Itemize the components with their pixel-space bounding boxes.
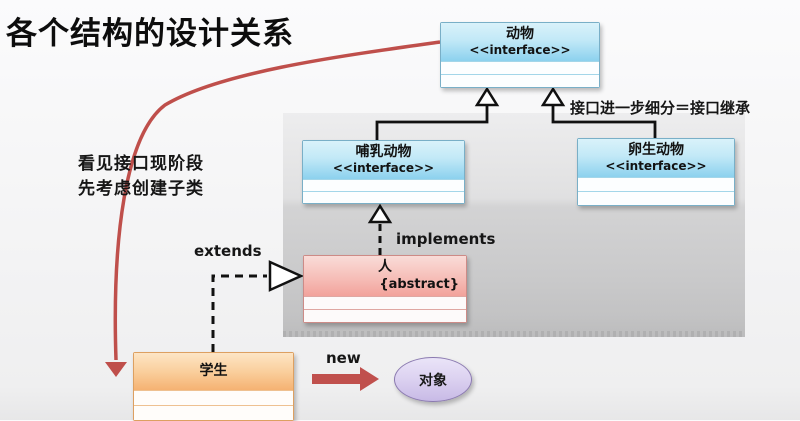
class-compartment xyxy=(134,405,293,420)
class-box-oviparous: 卵生动物 <<interface>> xyxy=(577,138,735,206)
generalization-connector-oviparous xyxy=(551,105,657,139)
object-label: 对象 xyxy=(419,372,447,389)
class-name: 人 xyxy=(378,259,392,276)
class-name: 学生 xyxy=(199,362,228,379)
class-compartment xyxy=(441,61,599,74)
new-arrow xyxy=(312,367,379,391)
class-compartment xyxy=(441,74,599,87)
class-compartment xyxy=(304,296,466,309)
class-compartment xyxy=(578,177,734,191)
generalization-connector-mammal xyxy=(375,105,489,141)
class-header: 人 {abstract} xyxy=(304,256,466,296)
interface-inheritance-note: 接口进一步细分＝接口继承 xyxy=(570,99,751,117)
class-stereotype: <<interface>> xyxy=(332,161,435,176)
class-box-student: 学生 xyxy=(133,352,294,421)
hint-text: 看见接口现阶段 先考虑创建子类 xyxy=(78,152,204,202)
class-header: 学生 xyxy=(134,353,293,390)
class-compartment xyxy=(303,179,464,191)
red-curve-arrowhead xyxy=(105,362,127,377)
class-compartment xyxy=(303,191,464,203)
new-label: new xyxy=(326,349,361,367)
class-box-person: 人 {abstract} xyxy=(303,255,467,323)
implements-label: implements xyxy=(396,230,496,248)
class-stereotype: <<interface>> xyxy=(605,159,707,174)
implements-arrowhead xyxy=(367,203,393,224)
class-abstract-modifier: {abstract} xyxy=(379,276,459,292)
class-header: 卵生动物 <<interface>> xyxy=(578,139,734,177)
class-name: 卵生动物 xyxy=(628,141,684,158)
class-header: 动物 <<interface>> xyxy=(441,23,599,61)
class-box-animal: 动物 <<interface>> xyxy=(440,22,600,88)
extends-arrowhead xyxy=(268,260,305,292)
class-header: 哺乳动物 <<interface>> xyxy=(303,141,464,179)
class-stereotype: <<interface>> xyxy=(469,43,571,58)
extends-label: extends xyxy=(194,242,262,260)
generalization-arrowhead-oviparous xyxy=(540,86,566,107)
generalization-arrowhead-mammal xyxy=(474,86,500,107)
class-box-mammal: 哺乳动物 <<interface>> xyxy=(302,140,465,204)
hint-line-1: 看见接口现阶段 xyxy=(78,154,204,174)
hint-line-2: 先考虑创建子类 xyxy=(78,179,204,199)
page-title: 各个结构的设计关系 xyxy=(6,16,294,52)
class-compartment xyxy=(304,309,466,322)
class-name: 哺乳动物 xyxy=(355,143,412,160)
extends-connector xyxy=(211,274,267,352)
class-compartment xyxy=(578,191,734,205)
class-name: 动物 xyxy=(506,25,534,42)
class-compartment xyxy=(134,390,293,405)
red-curve-arrow xyxy=(113,40,441,361)
object-ellipse: 对象 xyxy=(394,357,472,402)
